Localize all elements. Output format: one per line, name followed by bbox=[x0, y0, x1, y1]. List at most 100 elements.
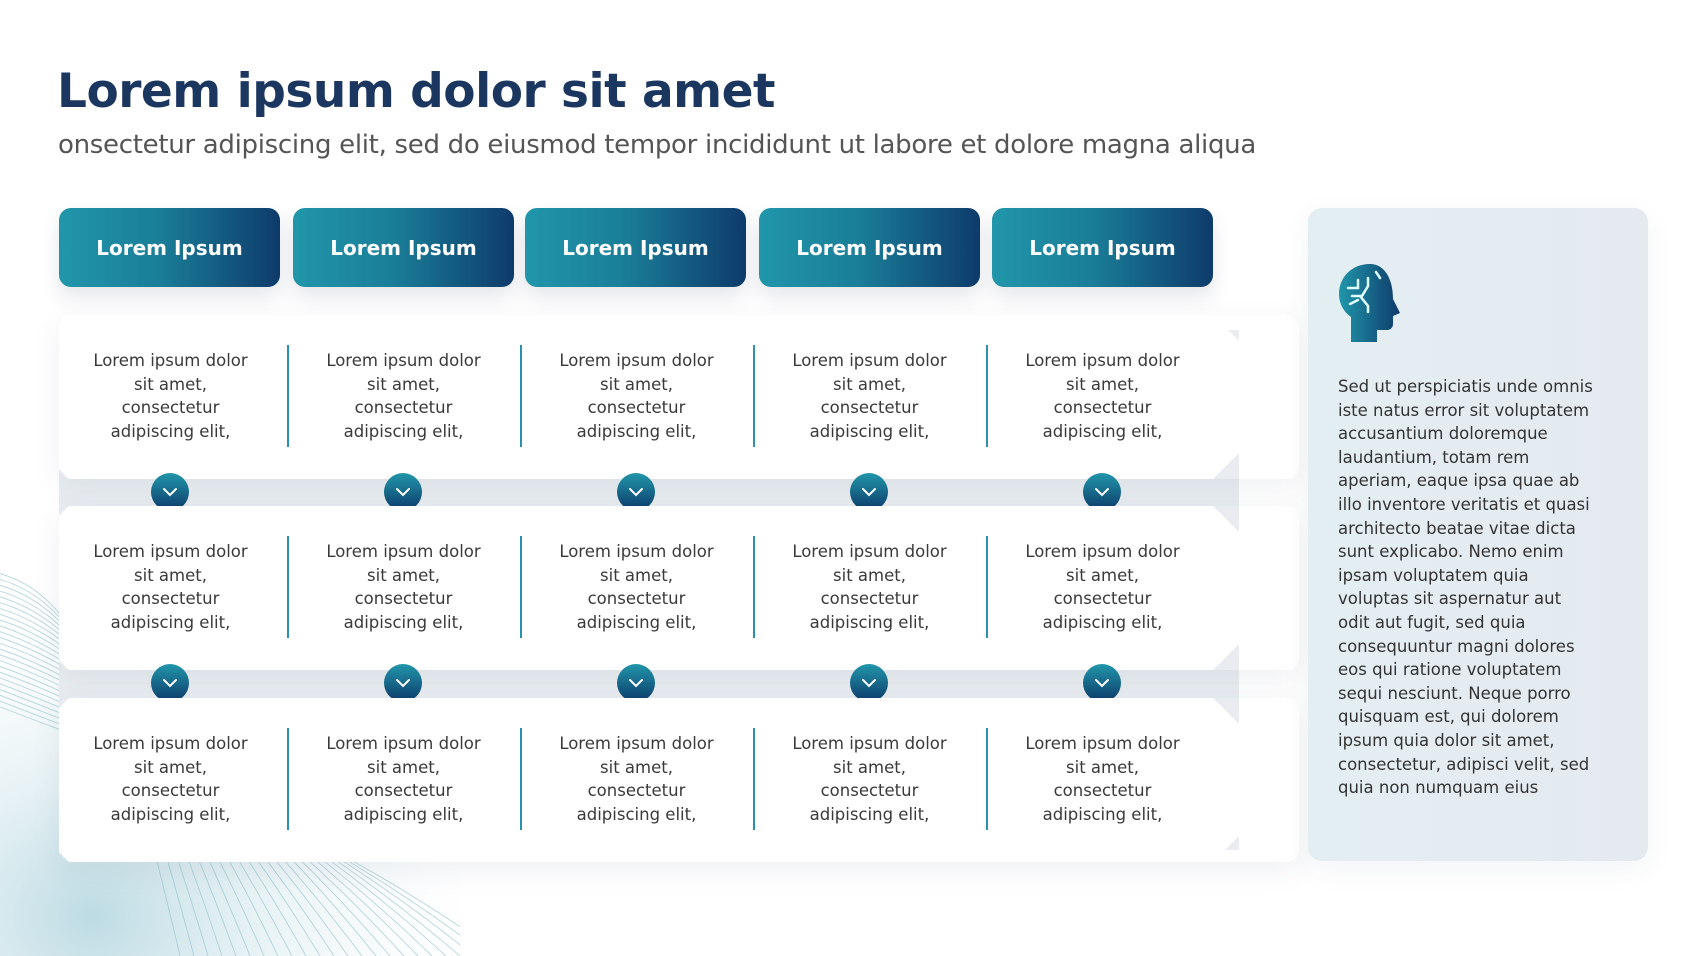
cell-line: sit amet, bbox=[134, 757, 207, 777]
cell-line: Lorem ipsum dolor bbox=[1025, 542, 1180, 561]
cell-line: Lorem ipsum dolor bbox=[1025, 734, 1180, 753]
column-divider bbox=[753, 728, 755, 830]
chevron-down-button[interactable] bbox=[850, 664, 888, 702]
column-divider bbox=[986, 536, 988, 638]
column-divider bbox=[287, 728, 289, 830]
chevron-down-button[interactable] bbox=[617, 473, 655, 511]
chevron-down-button[interactable] bbox=[1083, 473, 1121, 511]
column-divider bbox=[753, 345, 755, 447]
process-row bbox=[59, 698, 1295, 862]
cell-line: adipiscing elit, bbox=[110, 421, 231, 441]
chevron-down-icon bbox=[1095, 679, 1109, 688]
cell-line: consectetur bbox=[587, 589, 686, 608]
cell-line: consectetur bbox=[820, 589, 919, 608]
chevron-down-button[interactable] bbox=[151, 473, 189, 511]
cell-line: sit amet, bbox=[1066, 374, 1139, 394]
chevron-down-icon bbox=[629, 679, 643, 688]
cell-line: sit amet, bbox=[1066, 565, 1139, 585]
cell-line: Lorem ipsum dolor bbox=[326, 351, 481, 370]
panel-text-line: aperiam, eaque ipsa quae ab bbox=[1338, 471, 1580, 491]
table-cell: Lorem ipsum dolor sit amet, consectetur adi… bbox=[54, 732, 287, 826]
cell-line: Lorem ipsum dolor bbox=[1025, 351, 1180, 370]
cell-line: consectetur bbox=[587, 781, 686, 800]
column-divider bbox=[986, 345, 988, 447]
cell-line: sit amet, bbox=[833, 757, 906, 777]
column-header-button[interactable]: Lorem Ipsum bbox=[293, 208, 514, 287]
cell-line: Lorem ipsum dolor bbox=[93, 351, 248, 370]
panel-text-line: architecto beatae vitae dicta bbox=[1338, 518, 1576, 538]
column-header-button[interactable]: Lorem Ipsum bbox=[992, 208, 1213, 287]
column-divider bbox=[520, 536, 522, 638]
cell-line: adipiscing elit, bbox=[110, 612, 231, 632]
cell-line: Lorem ipsum dolor bbox=[93, 542, 248, 561]
cell-line: consectetur bbox=[587, 398, 686, 417]
cell-line: sit amet, bbox=[367, 374, 440, 394]
cell-line: adipiscing elit, bbox=[576, 612, 697, 632]
side-panel-text: Sed ut perspiciatis unde omnis iste natus… bbox=[1338, 375, 1638, 800]
cell-line: consectetur bbox=[1053, 398, 1152, 417]
panel-text-line: accusantium doloremque bbox=[1338, 424, 1548, 444]
column-header-button[interactable]: Lorem Ipsum bbox=[759, 208, 980, 287]
cell-line: consectetur bbox=[1053, 781, 1152, 800]
cell-line: sit amet, bbox=[600, 757, 673, 777]
cell-line: Lorem ipsum dolor bbox=[559, 542, 714, 561]
panel-text-line: iste natus error sit voluptatem bbox=[1338, 400, 1590, 420]
cell-line: consectetur bbox=[121, 781, 220, 800]
cell-line: consectetur bbox=[121, 398, 220, 417]
cell-line: adipiscing elit, bbox=[343, 612, 464, 632]
cell-line: adipiscing elit, bbox=[1042, 421, 1163, 441]
cell-line: sit amet, bbox=[134, 374, 207, 394]
cell-line: consectetur bbox=[354, 589, 453, 608]
cell-line: adipiscing elit, bbox=[343, 421, 464, 441]
table-cell: Lorem ipsum dolor sit amet, consectetur adi… bbox=[54, 349, 287, 443]
cell-line: sit amet, bbox=[833, 374, 906, 394]
cell-line: adipiscing elit, bbox=[809, 804, 930, 824]
head-circuit-icon bbox=[1339, 264, 1400, 342]
panel-text-line: quisquam est, qui dolorem bbox=[1338, 707, 1559, 727]
chevron-down-button[interactable] bbox=[384, 664, 422, 702]
column-header-button[interactable]: Lorem Ipsum bbox=[59, 208, 280, 287]
cell-line: adipiscing elit, bbox=[110, 804, 231, 824]
panel-text-line: eos qui ratione voluptatem bbox=[1338, 660, 1562, 680]
panel-text-line: consequuntur magni dolores bbox=[1338, 636, 1575, 656]
chevron-down-button[interactable] bbox=[850, 473, 888, 511]
cell-line: Lorem ipsum dolor bbox=[93, 734, 248, 753]
page-title: Lorem ipsum dolor sit amet bbox=[57, 64, 775, 119]
chevron-down-icon bbox=[862, 679, 876, 688]
cell-line: sit amet, bbox=[600, 565, 673, 585]
cell-line: consectetur bbox=[1053, 589, 1152, 608]
panel-text-line: sequi nesciunt. Neque porro bbox=[1338, 683, 1571, 703]
chevron-down-button[interactable] bbox=[1083, 664, 1121, 702]
cell-line: Lorem ipsum dolor bbox=[792, 351, 947, 370]
cell-line: sit amet, bbox=[367, 565, 440, 585]
cell-line: consectetur bbox=[354, 398, 453, 417]
chevron-down-icon bbox=[163, 488, 177, 497]
table-cell: Lorem ipsum dolor sit amet, consectetur adi… bbox=[986, 349, 1219, 443]
chevron-down-icon bbox=[163, 679, 177, 688]
cell-line: sit amet, bbox=[134, 565, 207, 585]
cell-line: Lorem ipsum dolor bbox=[559, 734, 714, 753]
panel-text-line: Sed ut perspiciatis unde omnis bbox=[1338, 377, 1593, 396]
chevron-down-button[interactable] bbox=[384, 473, 422, 511]
panel-text-line: voluptas sit aspernatur aut bbox=[1338, 589, 1562, 609]
chevron-down-icon bbox=[862, 488, 876, 497]
cell-line: consectetur bbox=[820, 398, 919, 417]
column-divider bbox=[287, 536, 289, 638]
cell-line: consectetur bbox=[354, 781, 453, 800]
chevron-down-button[interactable] bbox=[151, 664, 189, 702]
cell-line: Lorem ipsum dolor bbox=[792, 734, 947, 753]
chevron-down-button[interactable] bbox=[617, 664, 655, 702]
column-header-button[interactable]: Lorem Ipsum bbox=[525, 208, 746, 287]
cell-line: sit amet, bbox=[600, 374, 673, 394]
panel-text-line: ipsam voluptatem quia bbox=[1338, 565, 1529, 585]
panel-text-line: sunt explicabo. Nemo enim bbox=[1338, 542, 1564, 562]
cell-line: Lorem ipsum dolor bbox=[326, 734, 481, 753]
process-row bbox=[59, 315, 1295, 479]
column-divider bbox=[520, 345, 522, 447]
column-divider bbox=[287, 345, 289, 447]
